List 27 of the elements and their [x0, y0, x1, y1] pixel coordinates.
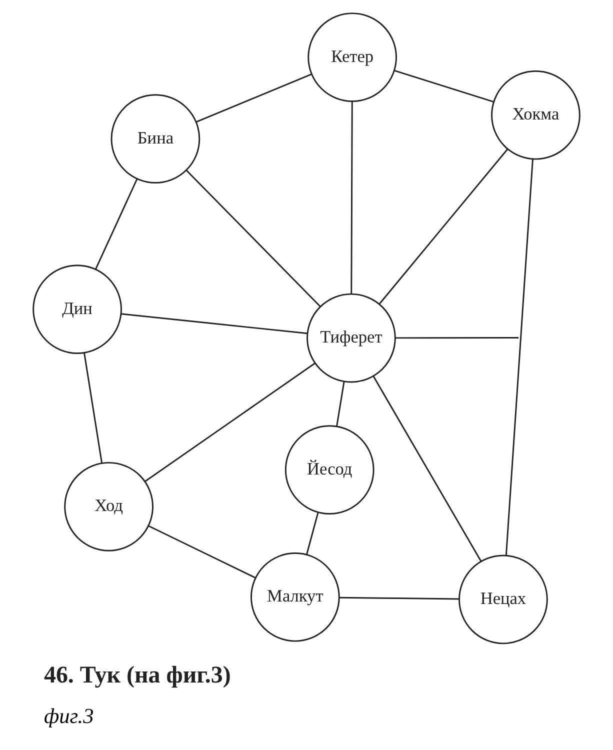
label: 46. Тук (на фиг.3): [44, 662, 231, 689]
connector: [84, 352, 103, 463]
connector: [306, 512, 319, 554]
node-circle: Нецах: [458, 554, 548, 644]
node-circle: Кетер: [308, 12, 397, 102]
connector: [394, 70, 494, 102]
node-circle: Тиферет: [306, 293, 396, 383]
connector: [339, 596, 460, 600]
node-circle: Бина: [110, 94, 200, 184]
connector: [372, 376, 482, 562]
caption: фиг.3: [44, 704, 94, 728]
connector: [395, 337, 518, 339]
node-circle: Ход: [64, 462, 154, 552]
connector: [94, 178, 138, 270]
connector: [148, 525, 256, 578]
connector: [336, 381, 345, 426]
connector: [144, 362, 316, 482]
node-circle: Дин: [32, 264, 122, 354]
node-circle: Хокма: [491, 70, 580, 160]
connector: [196, 73, 312, 123]
connector: [350, 102, 353, 294]
connector: [505, 159, 534, 556]
connector: [121, 313, 308, 334]
connector: [186, 170, 321, 307]
node-circle: Малкут: [250, 552, 340, 642]
node-circle: Йесод: [284, 425, 374, 514]
connector: [379, 148, 508, 304]
